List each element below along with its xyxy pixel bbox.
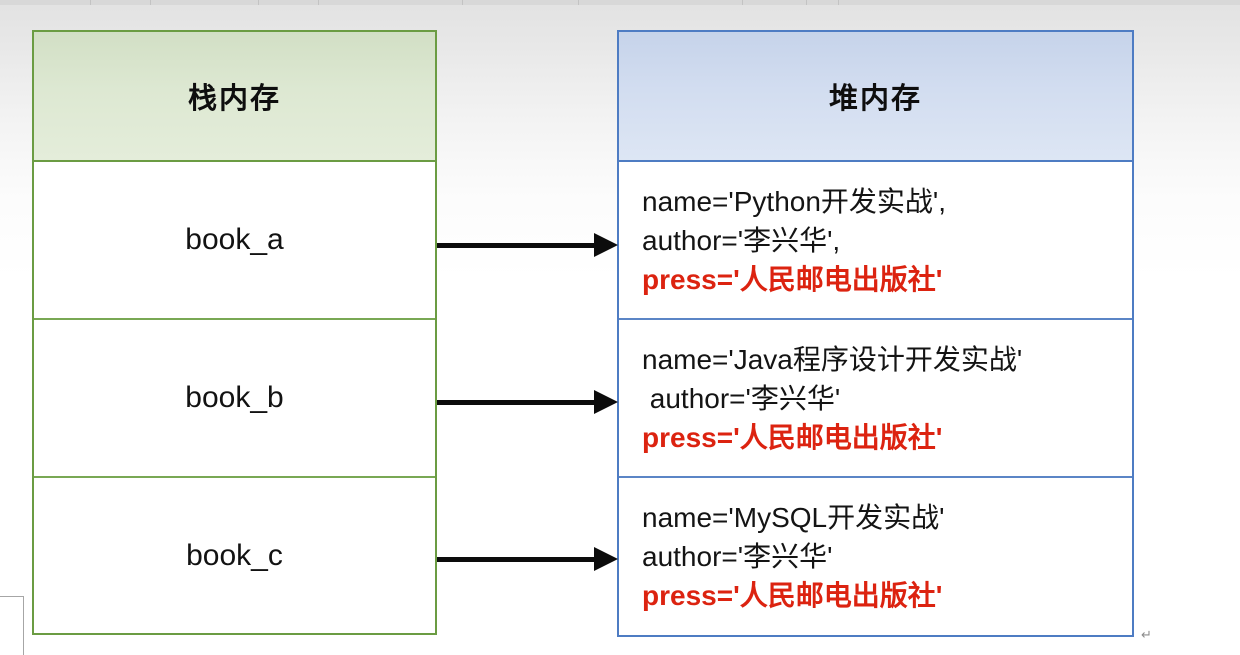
tab-separator <box>150 0 151 5</box>
tab-separator <box>90 0 91 5</box>
tab-separator <box>806 0 807 5</box>
stack-cell-book-c: book_c <box>34 478 435 633</box>
heap-table-title: 堆内存 <box>619 32 1132 162</box>
pointer-arrow-book-c <box>437 547 618 571</box>
pointer-arrow-book-b <box>437 390 618 414</box>
variable-label: book_a <box>185 223 284 256</box>
variable-label: book_b <box>185 381 284 414</box>
arrow-shaft <box>437 557 597 562</box>
object-author-line: author='李兴华', <box>642 224 841 256</box>
heap-memory-table: 堆内存 name='Python开发实战', author='李兴华', pre… <box>617 30 1134 637</box>
object-name-line: name='Java程序设计开发实战' <box>642 343 1023 375</box>
stack-table-title: 栈内存 <box>34 32 435 162</box>
paragraph-mark: ↵ <box>1141 627 1152 642</box>
tab-separator <box>318 0 319 5</box>
arrow-head-icon <box>594 390 618 414</box>
tab-separator <box>742 0 743 5</box>
heap-object-book-c: name='MySQL开发实战' author='李兴华' press='人民邮… <box>619 478 1132 635</box>
tab-strip-remnant <box>0 0 1240 5</box>
object-name-line: name='Python开发实战', <box>642 185 947 217</box>
object-author-line: author='李兴华' <box>642 382 841 414</box>
variable-label: book_c <box>186 538 283 572</box>
tab-separator <box>838 0 839 5</box>
tab-separator <box>578 0 579 5</box>
arrow-head-icon <box>594 547 618 571</box>
stack-memory-table: 栈内存 book_a book_b book_c <box>32 30 437 635</box>
heap-object-book-b: name='Java程序设计开发实战' author='李兴华' press='… <box>619 320 1132 478</box>
object-name-line: name='MySQL开发实战' <box>642 502 945 533</box>
arrow-shaft <box>437 243 597 248</box>
arrow-head-icon <box>594 233 618 257</box>
object-author-line: author='李兴华' <box>642 541 833 572</box>
tab-separator <box>462 0 463 5</box>
arrow-shaft <box>437 400 597 405</box>
document-edge-box <box>0 596 24 655</box>
object-press-line: press='人民邮电出版社' <box>642 421 943 453</box>
stack-cell-book-b: book_b <box>34 320 435 478</box>
tab-separator <box>258 0 259 5</box>
pointer-arrow-book-a <box>437 233 618 257</box>
heap-object-book-a: name='Python开发实战', author='李兴华', press='… <box>619 162 1132 320</box>
object-press-line: press='人民邮电出版社' <box>642 580 943 611</box>
object-press-line: press='人民邮电出版社' <box>642 263 943 295</box>
stack-cell-book-a: book_a <box>34 162 435 320</box>
